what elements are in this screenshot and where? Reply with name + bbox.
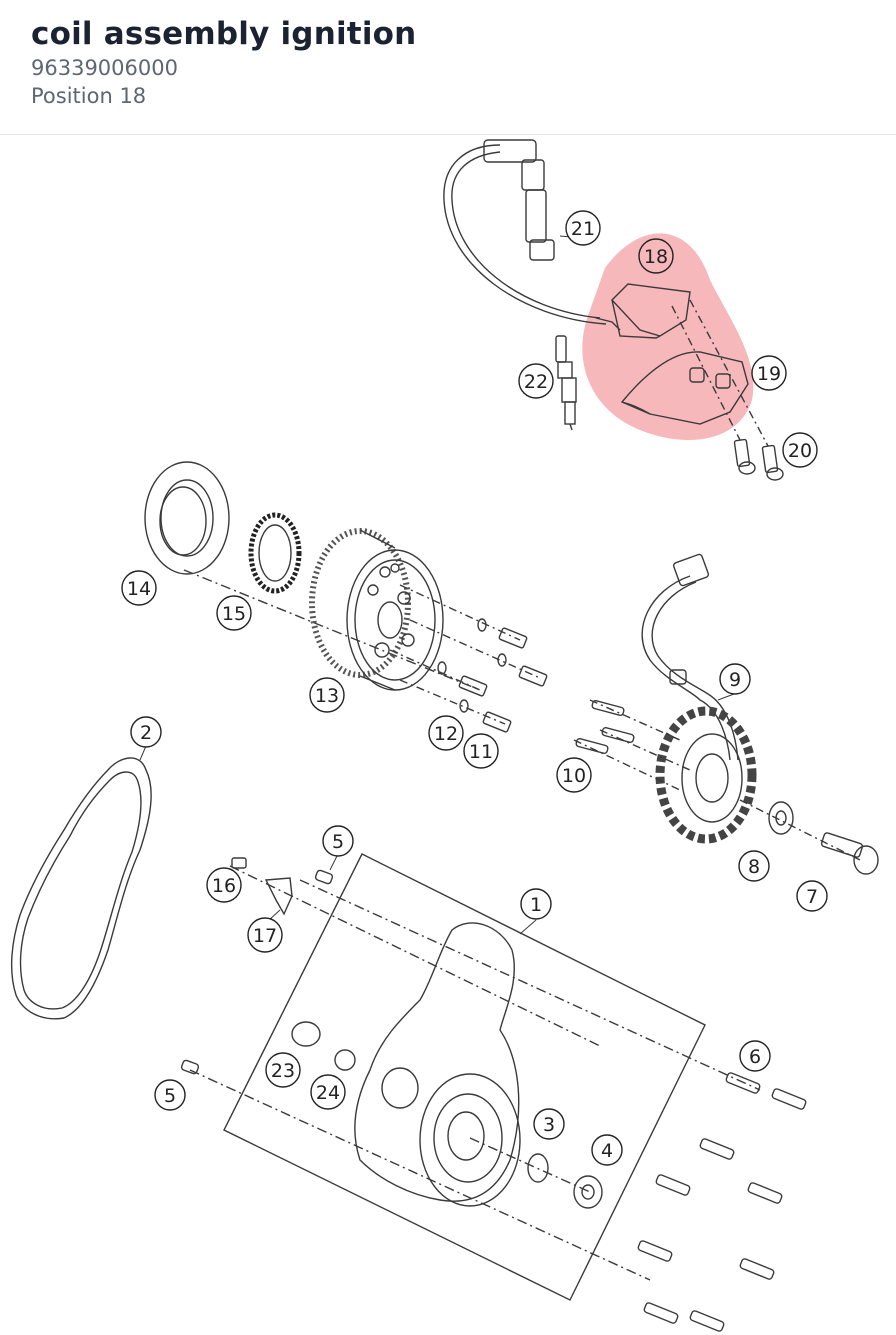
svg-text:18: 18 [644, 246, 668, 268]
callout-13[interactable]: 13 [309, 677, 345, 713]
callout-22[interactable]: 22 [518, 363, 554, 399]
callout-1[interactable]: 1 [520, 888, 552, 920]
callout-8[interactable]: 8 [738, 850, 770, 882]
callout-15[interactable]: 15 [216, 595, 252, 631]
callout-14[interactable]: 14 [121, 570, 157, 606]
svg-text:1: 1 [530, 894, 542, 916]
dowel-pins[interactable] [180, 869, 334, 1075]
callout-7[interactable]: 7 [796, 880, 828, 912]
svg-text:7: 7 [806, 886, 818, 908]
callout-3[interactable]: 3 [533, 1108, 565, 1140]
rotor-bolts-part[interactable] [389, 584, 548, 733]
ignition-cover-part[interactable] [189, 853, 761, 1301]
callout-9[interactable]: 9 [719, 663, 751, 695]
svg-text:5: 5 [164, 1085, 176, 1107]
callout-19[interactable]: 19 [751, 355, 787, 391]
svg-text:20: 20 [788, 440, 812, 462]
callout-24[interactable]: 24 [310, 1074, 346, 1110]
svg-text:19: 19 [757, 363, 781, 385]
header: coil assembly ignition 96339006000 Posit… [0, 0, 896, 135]
stator-screws-part[interactable] [573, 699, 691, 791]
svg-text:23: 23 [271, 1060, 295, 1082]
callout-23[interactable]: 23 [265, 1052, 301, 1088]
coil-bolts-part[interactable] [733, 438, 784, 481]
svg-text:16: 16 [212, 875, 236, 897]
callouts: 1 2 3 4 5 5 6 7 8 9 10 11 12 13 14 15 16… [121, 210, 828, 1166]
callout-17[interactable]: 17 [247, 917, 283, 953]
cover-screws-part[interactable] [637, 1072, 807, 1332]
callout-12[interactable]: 12 [428, 715, 464, 751]
svg-text:8: 8 [748, 856, 760, 878]
cover-plug-part[interactable] [291, 1021, 356, 1071]
sensor-parts[interactable] [231, 857, 293, 916]
oil-seal-part[interactable] [144, 461, 481, 691]
exploded-parts-diagram: 1 2 3 4 5 5 6 7 8 9 10 11 12 13 14 15 16… [10, 139, 879, 1332]
highlight-area [582, 233, 754, 440]
plug-cap-part[interactable] [443, 139, 607, 325]
rotor-bolt-part[interactable] [739, 799, 879, 875]
callout-4[interactable]: 4 [591, 1134, 623, 1166]
callout-2[interactable]: 2 [130, 716, 162, 748]
svg-text:24: 24 [316, 1082, 340, 1104]
svg-text:5: 5 [332, 831, 344, 853]
part-number: 96339006000 [31, 56, 178, 80]
callout-20[interactable]: 20 [782, 432, 818, 468]
gasket-part[interactable] [10, 757, 152, 1020]
freewheel-part[interactable] [248, 512, 302, 594]
spark-plug-part[interactable] [555, 335, 577, 431]
callout-11[interactable]: 11 [463, 733, 499, 769]
svg-text:4: 4 [601, 1140, 613, 1162]
cap-part[interactable] [527, 1153, 603, 1209]
svg-text:17: 17 [253, 925, 277, 947]
position-label: Position 18 [31, 84, 147, 108]
callout-5-top[interactable]: 5 [322, 825, 354, 857]
callout-5-bottom[interactable]: 5 [154, 1079, 186, 1111]
svg-text:13: 13 [315, 685, 339, 707]
callout-10[interactable]: 10 [556, 757, 592, 793]
svg-text:6: 6 [749, 1046, 761, 1068]
svg-text:14: 14 [127, 578, 151, 600]
callout-18[interactable]: 18 [638, 238, 674, 274]
svg-text:11: 11 [469, 741, 493, 763]
svg-text:2: 2 [140, 722, 152, 744]
svg-text:22: 22 [524, 371, 548, 393]
ignition-coil-part[interactable] [595, 283, 769, 447]
svg-text:3: 3 [543, 1114, 555, 1136]
svg-text:12: 12 [434, 723, 458, 745]
svg-text:10: 10 [562, 765, 586, 787]
stator-part[interactable] [641, 553, 757, 844]
page-title: coil assembly ignition [31, 16, 417, 52]
callout-6[interactable]: 6 [739, 1040, 771, 1072]
svg-text:15: 15 [222, 603, 246, 625]
rotor-part[interactable] [309, 528, 444, 691]
svg-text:9: 9 [729, 669, 741, 691]
callout-21[interactable]: 21 [565, 210, 601, 246]
svg-text:21: 21 [571, 218, 595, 240]
callout-16[interactable]: 16 [206, 867, 242, 903]
